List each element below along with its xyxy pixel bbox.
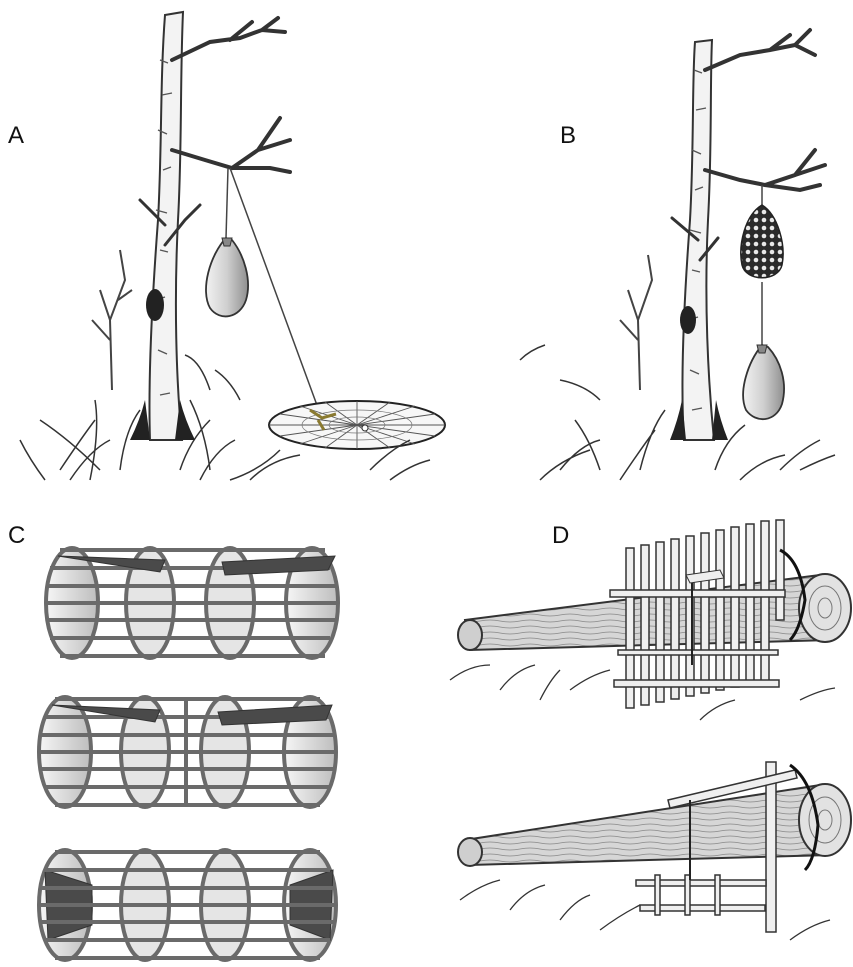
trap-disc-a <box>269 401 445 449</box>
branch-b-middle <box>705 150 825 190</box>
tree-trunk-a <box>149 12 183 440</box>
cage-2 <box>39 697 336 807</box>
cage-3 <box>39 850 336 960</box>
panel-d-illustration <box>450 520 851 940</box>
log-2 <box>458 784 851 866</box>
water-bag-b <box>743 345 784 419</box>
panel-a-illustration <box>20 12 445 480</box>
branch-a-upper <box>172 18 285 60</box>
water-bag-a <box>206 238 248 316</box>
knot-hole-a <box>146 289 164 321</box>
panel-b-illustration <box>520 30 835 480</box>
cage-1 <box>45 548 338 658</box>
branch-a-middle <box>172 118 290 172</box>
panel-c-cages <box>39 548 338 960</box>
knot-hole-b <box>680 306 696 334</box>
net-bag-b <box>741 205 783 278</box>
branch-b-upper <box>705 30 815 70</box>
